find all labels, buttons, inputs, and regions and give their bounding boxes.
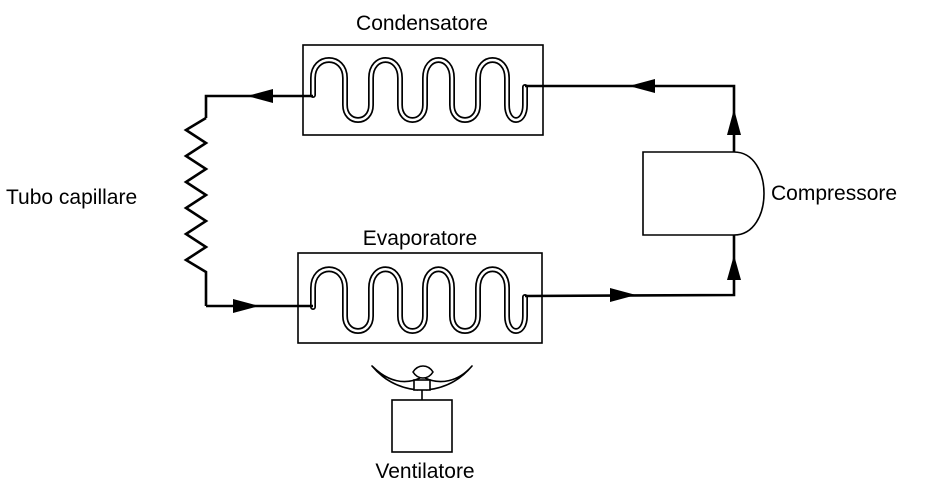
capillary-tube-label: Tubo capillare bbox=[6, 186, 137, 209]
compressor-label: Compressore bbox=[771, 182, 897, 205]
capillary-tube bbox=[183, 116, 209, 306]
fan-hub bbox=[413, 379, 431, 391]
fan-blade-left bbox=[371, 365, 421, 391]
flow-arrow-right-suction bbox=[610, 288, 636, 302]
flow-arrow-left-liquid bbox=[247, 89, 273, 103]
discharge-line bbox=[525, 84, 736, 152]
condenser: Condensatore bbox=[302, 12, 544, 136]
compressor: Compressore bbox=[642, 151, 897, 236]
fan-label: Ventilatore bbox=[375, 460, 474, 483]
flow-arrow-up-suction bbox=[727, 255, 741, 280]
flow-arrow-right-evaporator-inlet bbox=[233, 299, 259, 313]
fan-motor bbox=[391, 399, 453, 453]
flow-arrow-left-condenser bbox=[629, 79, 655, 93]
liquid-line bbox=[204, 94, 313, 118]
flow-arrow-up-discharge bbox=[727, 109, 741, 135]
fan-blade-center bbox=[412, 365, 434, 379]
fan: Ventilatore bbox=[371, 365, 475, 483]
evaporator-label: Evaporatore bbox=[363, 227, 477, 250]
evaporator: Evaporatore bbox=[297, 227, 543, 344]
compressor-body bbox=[642, 151, 765, 236]
condenser-label: Condensatore bbox=[356, 12, 488, 35]
fan-blade-right bbox=[424, 365, 473, 391]
suction-line bbox=[524, 235, 736, 298]
